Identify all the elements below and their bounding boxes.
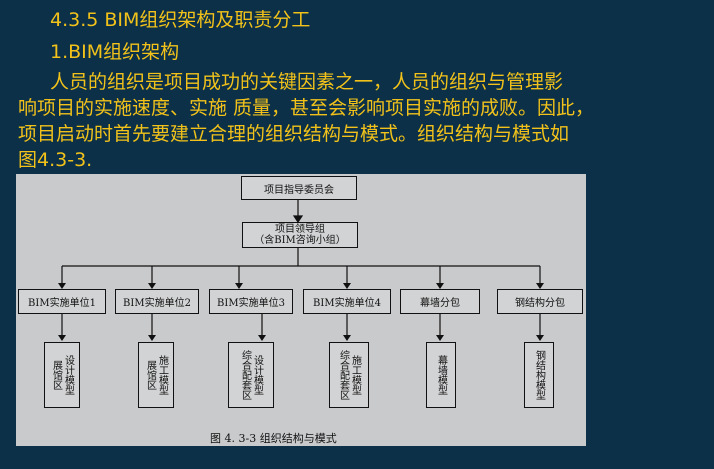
unit-box: BIM实施单位1 (18, 289, 106, 314)
model-box: 幕墙模型 (426, 342, 456, 408)
model-box: 钢结构模型 (524, 342, 554, 408)
paragraph-line-3: 项目启动时首先要建立合理的组织结构与模式。组织结构与模式如 (18, 123, 570, 145)
model-box-line: 展馆区 (144, 360, 156, 390)
model-box-line: 施工模型 (349, 355, 361, 395)
steering-committee-box: 项目指导委员会 (241, 176, 357, 200)
model-box: 施工模型 展馆区 (138, 342, 174, 408)
model-box-line: 综合配套区 (337, 350, 349, 400)
org-chart-figure: 项目指导委员会 项目领导组 （含BIM咨询小组） BIM实施单位1 BIM实施单… (16, 174, 586, 446)
model-box: 设计模型 展馆区 (44, 342, 80, 408)
leadership-title: 项目领导组 (275, 224, 325, 235)
model-box: 施工模型 综合配套区 (329, 342, 369, 408)
paragraph-line-2: 响项目的实施速度、实施 质量，甚至会影响项目实施的成败。因此， (18, 97, 595, 119)
unit-box: 钢结构分包 (497, 289, 583, 314)
project-leadership-box: 项目领导组 （含BIM咨询小组） (242, 222, 358, 248)
leadership-subtitle: （含BIM咨询小组） (254, 235, 346, 246)
model-box-line: 展馆区 (50, 360, 62, 390)
model-box-line: 设计模型 (62, 355, 74, 395)
model-box: 设计模型 综合配套区 (228, 342, 274, 408)
model-box-line: 综合配套区 (239, 350, 251, 400)
section-heading: 4.3.5 BIM组织架构及职责分工 (50, 9, 311, 31)
unit-box: 幕墙分包 (400, 289, 480, 314)
model-box-line: 幕墙模型 (435, 355, 447, 395)
unit-box: BIM实施单位2 (115, 289, 199, 314)
model-box-line: 施工模型 (156, 355, 168, 395)
unit-box: BIM实施单位3 (209, 289, 293, 314)
unit-box: BIM实施单位4 (303, 289, 391, 314)
connector-lines (58, 200, 544, 341)
paragraph-line-1: 人员的组织是项目成功的关键因素之一，人员的组织与管理影 (50, 71, 564, 93)
model-box-line: 钢结构模型 (533, 350, 545, 400)
model-box-line: 设计模型 (251, 355, 263, 395)
subsection-heading: 1.BIM组织架构 (50, 41, 180, 63)
paragraph-line-4: 图4.3-3. (18, 149, 93, 171)
figure-caption: 图 4. 3-3 组织结构与模式 (210, 432, 337, 445)
